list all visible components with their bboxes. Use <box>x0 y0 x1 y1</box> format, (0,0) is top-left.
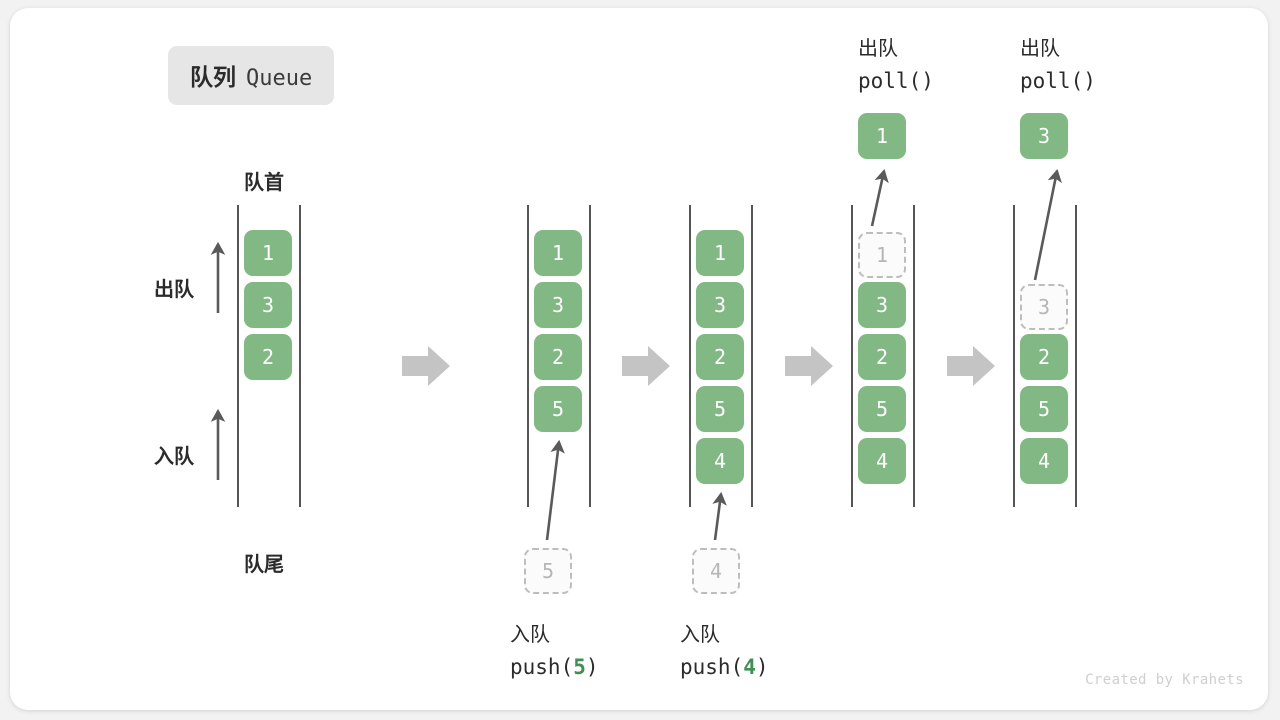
poll-result-3: 3 <box>1020 113 1068 159</box>
queue-card: 2 <box>696 334 744 380</box>
op-code-suffix: ) <box>1083 69 1096 93</box>
step-arrow <box>785 346 833 386</box>
title-en: Queue <box>246 66 313 91</box>
queue-card: 3 <box>858 282 906 328</box>
rail-right <box>1075 205 1077 507</box>
op-cn-push-4: 入队 <box>680 624 720 646</box>
label-enqueue-side: 入队 <box>154 446 194 468</box>
title-cn: 队列 <box>190 64 236 90</box>
queue-card-new: 5 <box>534 386 582 432</box>
rail-right <box>751 205 753 507</box>
queue-card: 3 <box>244 282 292 328</box>
rail-left <box>527 205 529 507</box>
ghost-card-push-4: 4 <box>692 548 740 594</box>
label-rear: 队尾 <box>244 554 284 576</box>
op-code-poll-3: poll() <box>1020 65 1096 97</box>
diagram-canvas: 队列 Queue 队首 队尾 出队 入队 1 3 2 1 3 2 5 5 入队 … <box>10 8 1268 710</box>
queue-card: 3 <box>696 282 744 328</box>
queue-card-new: 4 <box>696 438 744 484</box>
rail-left <box>237 205 239 507</box>
diagram-stage: 队列 Queue 队首 队尾 出队 入队 1 3 2 1 3 2 5 5 入队 … <box>10 8 1268 710</box>
step-arrow <box>947 346 995 386</box>
queue-card: 1 <box>534 230 582 276</box>
step-arrow <box>402 346 450 386</box>
op-cn-push-5: 入队 <box>510 624 550 646</box>
step-arrow <box>622 346 670 386</box>
op-cn-poll-3: 出队 <box>1020 38 1060 60</box>
op-code-push-5: push(5) <box>510 651 599 683</box>
poll-arrow-3 <box>1033 168 1062 281</box>
op-code-value: 4 <box>743 655 756 679</box>
op-label-poll-1: 出队 poll() <box>858 34 934 97</box>
rail-right <box>913 205 915 507</box>
queue-card: 4 <box>858 438 906 484</box>
push-arrow-5 <box>545 439 565 541</box>
queue-card: 5 <box>696 386 744 432</box>
queue-card: 2 <box>1020 334 1068 380</box>
ghost-card-poll-1: 1 <box>858 232 906 278</box>
queue-card: 1 <box>244 230 292 276</box>
arrows-overlay <box>210 168 1062 541</box>
op-label-push-4: 入队 push(4) <box>680 620 769 683</box>
rail-left <box>689 205 691 507</box>
op-code-prefix: poll( <box>858 69 922 93</box>
label-front: 队首 <box>244 172 284 194</box>
diagram-title-badge: 队列 Queue <box>168 46 335 105</box>
op-code-value: 5 <box>573 655 586 679</box>
op-code-prefix: push( <box>510 655 574 679</box>
op-code-prefix: push( <box>680 655 744 679</box>
push-arrow-4 <box>712 491 727 541</box>
op-code-poll-1: poll() <box>858 65 934 97</box>
op-code-suffix: ) <box>585 655 599 679</box>
queue-card: 3 <box>534 282 582 328</box>
ghost-card-poll-3: 3 <box>1020 284 1068 330</box>
queue-card: 2 <box>858 334 906 380</box>
op-code-suffix: ) <box>921 69 934 93</box>
queue-card: 5 <box>1020 386 1068 432</box>
rail-left <box>1013 205 1015 507</box>
ghost-card-push-5: 5 <box>524 548 572 594</box>
op-code-suffix: ) <box>755 655 769 679</box>
poll-arrow-1 <box>870 168 889 227</box>
queue-card: 2 <box>244 334 292 380</box>
rail-right <box>299 205 301 507</box>
op-code-push-4: push(4) <box>680 651 769 683</box>
label-dequeue-side: 出队 <box>154 279 194 301</box>
queue-card: 2 <box>534 334 582 380</box>
queue-card: 4 <box>1020 438 1068 484</box>
op-label-push-5: 入队 push(5) <box>510 620 599 683</box>
op-cn-poll-1: 出队 <box>858 38 898 60</box>
queue-card: 1 <box>696 230 744 276</box>
rail-right <box>589 205 591 507</box>
watermark: Created by Krahets <box>1085 672 1244 688</box>
poll-result-1: 1 <box>858 113 906 159</box>
op-code-prefix: poll( <box>1020 69 1084 93</box>
queue-card: 5 <box>858 386 906 432</box>
op-label-poll-3: 出队 poll() <box>1020 34 1096 97</box>
rail-left <box>851 205 853 507</box>
